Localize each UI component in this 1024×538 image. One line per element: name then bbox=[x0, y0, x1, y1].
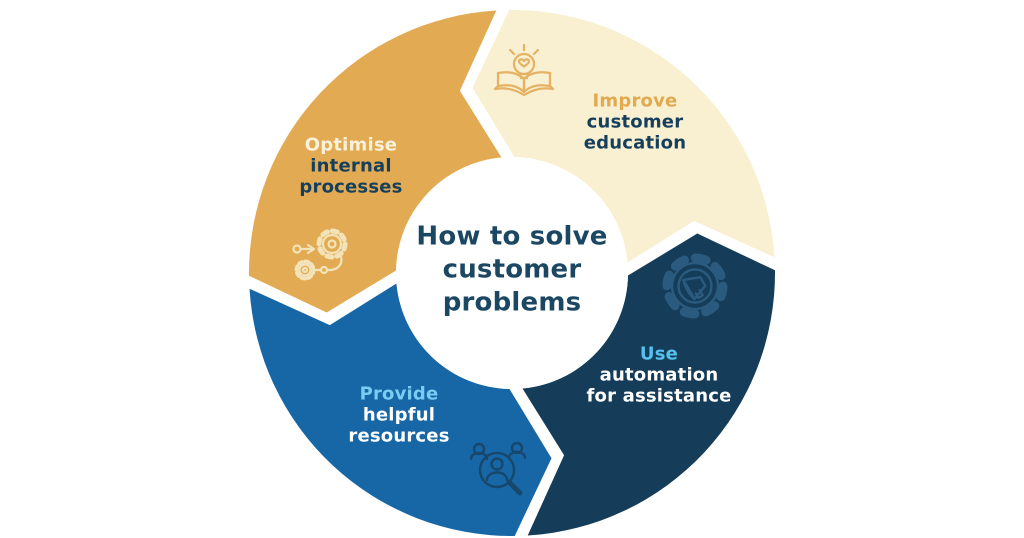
center-title-line: customer bbox=[442, 254, 582, 285]
segment-label-line: internal bbox=[310, 155, 392, 177]
book-lightbulb-icon bbox=[493, 43, 555, 97]
segment-label-line: helpful bbox=[362, 404, 436, 426]
process-flow-gears-icon bbox=[292, 228, 348, 281]
segment-label-accent-line: Improve bbox=[592, 90, 678, 112]
label-provide-helpful-resources: Provide helpful resources bbox=[348, 384, 449, 447]
segment-label-accent-line: Provide bbox=[359, 383, 439, 405]
gear-megaphone-icon bbox=[662, 253, 728, 319]
segment-label-line: automation bbox=[599, 364, 719, 386]
center-title-line: How to solve bbox=[416, 221, 608, 252]
segment-label-line: for assistance bbox=[586, 385, 732, 407]
center-title: How to solve customer problems bbox=[416, 221, 607, 320]
center-circle bbox=[396, 157, 628, 389]
segment-provide-helpful-resources bbox=[249, 283, 552, 537]
segment-label-line: resources bbox=[348, 425, 450, 447]
segment-label-accent-line: Optimise bbox=[304, 134, 398, 156]
label-use-automation-for-assistance: Use automation for assistance bbox=[586, 344, 731, 407]
label-optimise-internal-processes: Optimise internal processes bbox=[299, 135, 402, 198]
people-search-icon bbox=[469, 441, 527, 496]
segment-label-line: processes bbox=[299, 176, 403, 198]
segment-label-line: customer bbox=[586, 111, 684, 133]
label-improve-customer-education: Improve customer education bbox=[584, 91, 686, 154]
segment-optimise-internal-processes bbox=[248, 10, 502, 313]
center-title-line: problems bbox=[442, 287, 582, 318]
segment-label-accent-line: Use bbox=[639, 343, 679, 365]
segment-label-line: education bbox=[583, 132, 687, 154]
